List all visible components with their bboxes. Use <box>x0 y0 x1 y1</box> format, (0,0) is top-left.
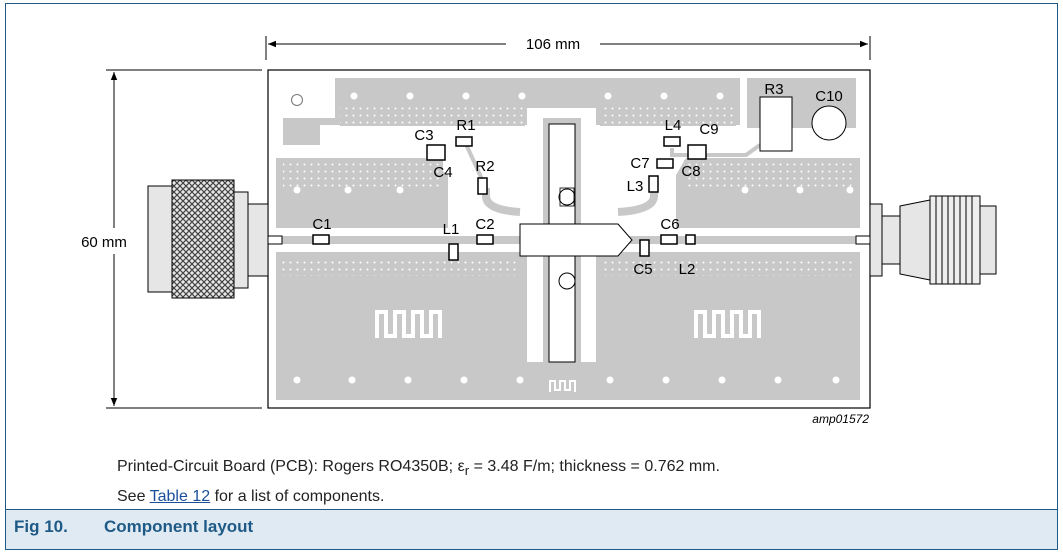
mounting-holes <box>293 92 854 384</box>
label-c6: C6 <box>660 216 679 233</box>
label-c9: C9 <box>699 121 718 138</box>
meander-mark-small <box>549 380 576 392</box>
table-reference-note: See Table 12 for a list of components. <box>117 488 384 506</box>
note-line2-prefix: See <box>117 488 150 505</box>
label-c5: C5 <box>633 261 652 278</box>
label-c7: C7 <box>630 155 649 172</box>
pcb-note: Printed-Circuit Board (PCB): Rogers RO43… <box>117 458 720 478</box>
right-connector <box>855 195 997 285</box>
height-label: 60 mm <box>81 234 127 251</box>
table-12-link[interactable]: Table 12 <box>149 488 211 505</box>
figure-title-text: Component layout <box>104 517 254 536</box>
component-bodies <box>312 96 847 261</box>
caption-bar: Fig 10. Component layout <box>6 509 1057 549</box>
label-c8: C8 <box>681 163 700 180</box>
label-c2: C2 <box>475 216 494 233</box>
figure-frame: Fig 10. Component layout <box>5 3 1058 550</box>
note-line1-prefix: Printed-Circuit Board (PCB): Rogers RO43… <box>117 458 465 475</box>
label-l3: L3 <box>627 178 644 195</box>
label-c4: C4 <box>433 164 452 181</box>
label-r2: R2 <box>475 158 494 175</box>
transistor <box>519 187 633 290</box>
meander-marks <box>375 310 761 338</box>
component-labels: C1 C2 L1 C3 C4 R1 R2 C5 C6 L2 L3 C7 C8 L… <box>312 81 842 278</box>
note-epsilon-subscript: r <box>464 463 470 479</box>
label-c3: C3 <box>414 127 433 144</box>
board-mark-right: YOB <box>855 135 862 150</box>
left-connector <box>147 179 283 299</box>
label-l1: L1 <box>443 221 460 238</box>
label-c1: C1 <box>312 216 331 233</box>
board-mark-left: MPS <box>309 100 325 107</box>
height-dimension: 60 mm <box>81 69 262 409</box>
label-c10: C10 <box>815 88 843 105</box>
figure-number: Fig 10. <box>14 517 68 536</box>
label-l2: L2 <box>679 261 696 278</box>
note-line1-suffix: = 3.48 F/m; thickness = 0.762 mm. <box>469 458 720 475</box>
width-label: 106 mm <box>526 36 580 53</box>
note-line2-suffix: for a list of components. <box>210 488 385 505</box>
figure-title: Fig 10. Component layout <box>14 517 253 537</box>
label-r3: R3 <box>764 81 783 98</box>
width-dimension: 106 mm <box>265 36 871 60</box>
label-r1: R1 <box>456 117 475 134</box>
label-l4: L4 <box>665 117 682 134</box>
drawing-code: amp01572 <box>812 412 869 426</box>
